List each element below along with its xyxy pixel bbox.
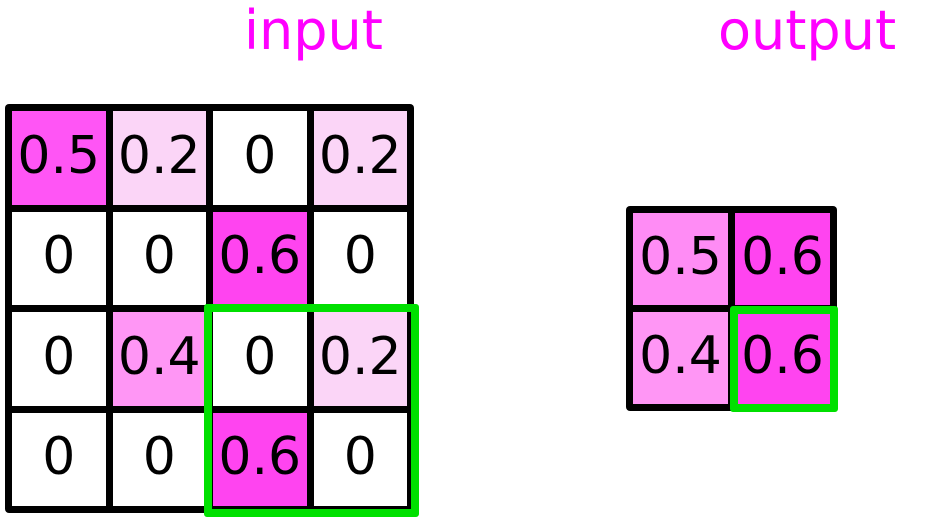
input-matrix-cell: 0.2 bbox=[112, 111, 206, 205]
input-matrix-cell: 0.2 bbox=[313, 312, 407, 406]
input-matrix-cell-value: 0 bbox=[343, 427, 377, 488]
input-matrix-cell-value: 0.6 bbox=[218, 427, 302, 488]
output-matrix-cell-value: 0.5 bbox=[639, 227, 722, 287]
input-matrix-cell: 0 bbox=[213, 111, 307, 205]
input-matrix-cell: 0 bbox=[112, 211, 206, 305]
input-matrix-cell: 0.4 bbox=[112, 312, 206, 406]
input-matrix-grid: 0.5 0.2 0 0.2 0 0 0.6 0 0 0.4 0 0.2 0 0 0.6 0 bbox=[5, 104, 414, 513]
input-matrix-cell-value: 0 bbox=[243, 326, 277, 387]
input-matrix-cell: 0.6 bbox=[213, 211, 307, 305]
input-matrix-cell: 0 bbox=[313, 412, 407, 506]
input-matrix-cell-value: 0 bbox=[142, 427, 176, 488]
output-matrix-cell: 0.4 bbox=[633, 312, 728, 404]
input-matrix-cell-value: 0.4 bbox=[117, 326, 201, 387]
input-matrix-cell-value: 0.2 bbox=[318, 326, 402, 387]
input-matrix-cell: 0 bbox=[12, 312, 106, 406]
input-matrix-cell-value: 0 bbox=[42, 226, 76, 287]
input-matrix-cell: 0 bbox=[12, 211, 106, 305]
input-matrix-cell-value: 0.5 bbox=[17, 125, 101, 186]
output-matrix-cell: 0.6 bbox=[735, 312, 830, 404]
input-matrix-cell-value: 0 bbox=[243, 125, 277, 186]
input-matrix-cell: 0.5 bbox=[12, 111, 106, 205]
input-matrix-cell: 0 bbox=[213, 312, 307, 406]
input-matrix-cell-value: 0 bbox=[42, 427, 76, 488]
input-matrix-cell: 0 bbox=[12, 412, 106, 506]
input-panel-title: input bbox=[244, 0, 383, 62]
input-matrix-cell: 0 bbox=[313, 211, 407, 305]
input-matrix-cell-value: 0 bbox=[142, 226, 176, 287]
output-matrix-cell-value: 0.4 bbox=[639, 326, 722, 386]
output-matrix-cell: 0.6 bbox=[735, 213, 830, 305]
input-matrix-cell-value: 0.6 bbox=[218, 226, 302, 287]
input-matrix-cell-value: 0 bbox=[42, 326, 76, 387]
input-matrix-cell: 0.6 bbox=[213, 412, 307, 506]
output-matrix-cell-value: 0.6 bbox=[741, 326, 824, 386]
input-matrix-cell-value: 0.2 bbox=[117, 125, 201, 186]
input-matrix-cell: 0 bbox=[112, 412, 206, 506]
input-matrix-cell-value: 0 bbox=[343, 226, 377, 287]
input-matrix-cell: 0.2 bbox=[313, 111, 407, 205]
output-matrix-cell: 0.5 bbox=[633, 213, 728, 305]
output-matrix-grid: 0.5 0.6 0.4 0.6 bbox=[626, 206, 837, 411]
output-panel-title: output bbox=[718, 0, 897, 62]
output-matrix-cell-value: 0.6 bbox=[741, 227, 824, 287]
input-matrix-cell-value: 0.2 bbox=[318, 125, 402, 186]
